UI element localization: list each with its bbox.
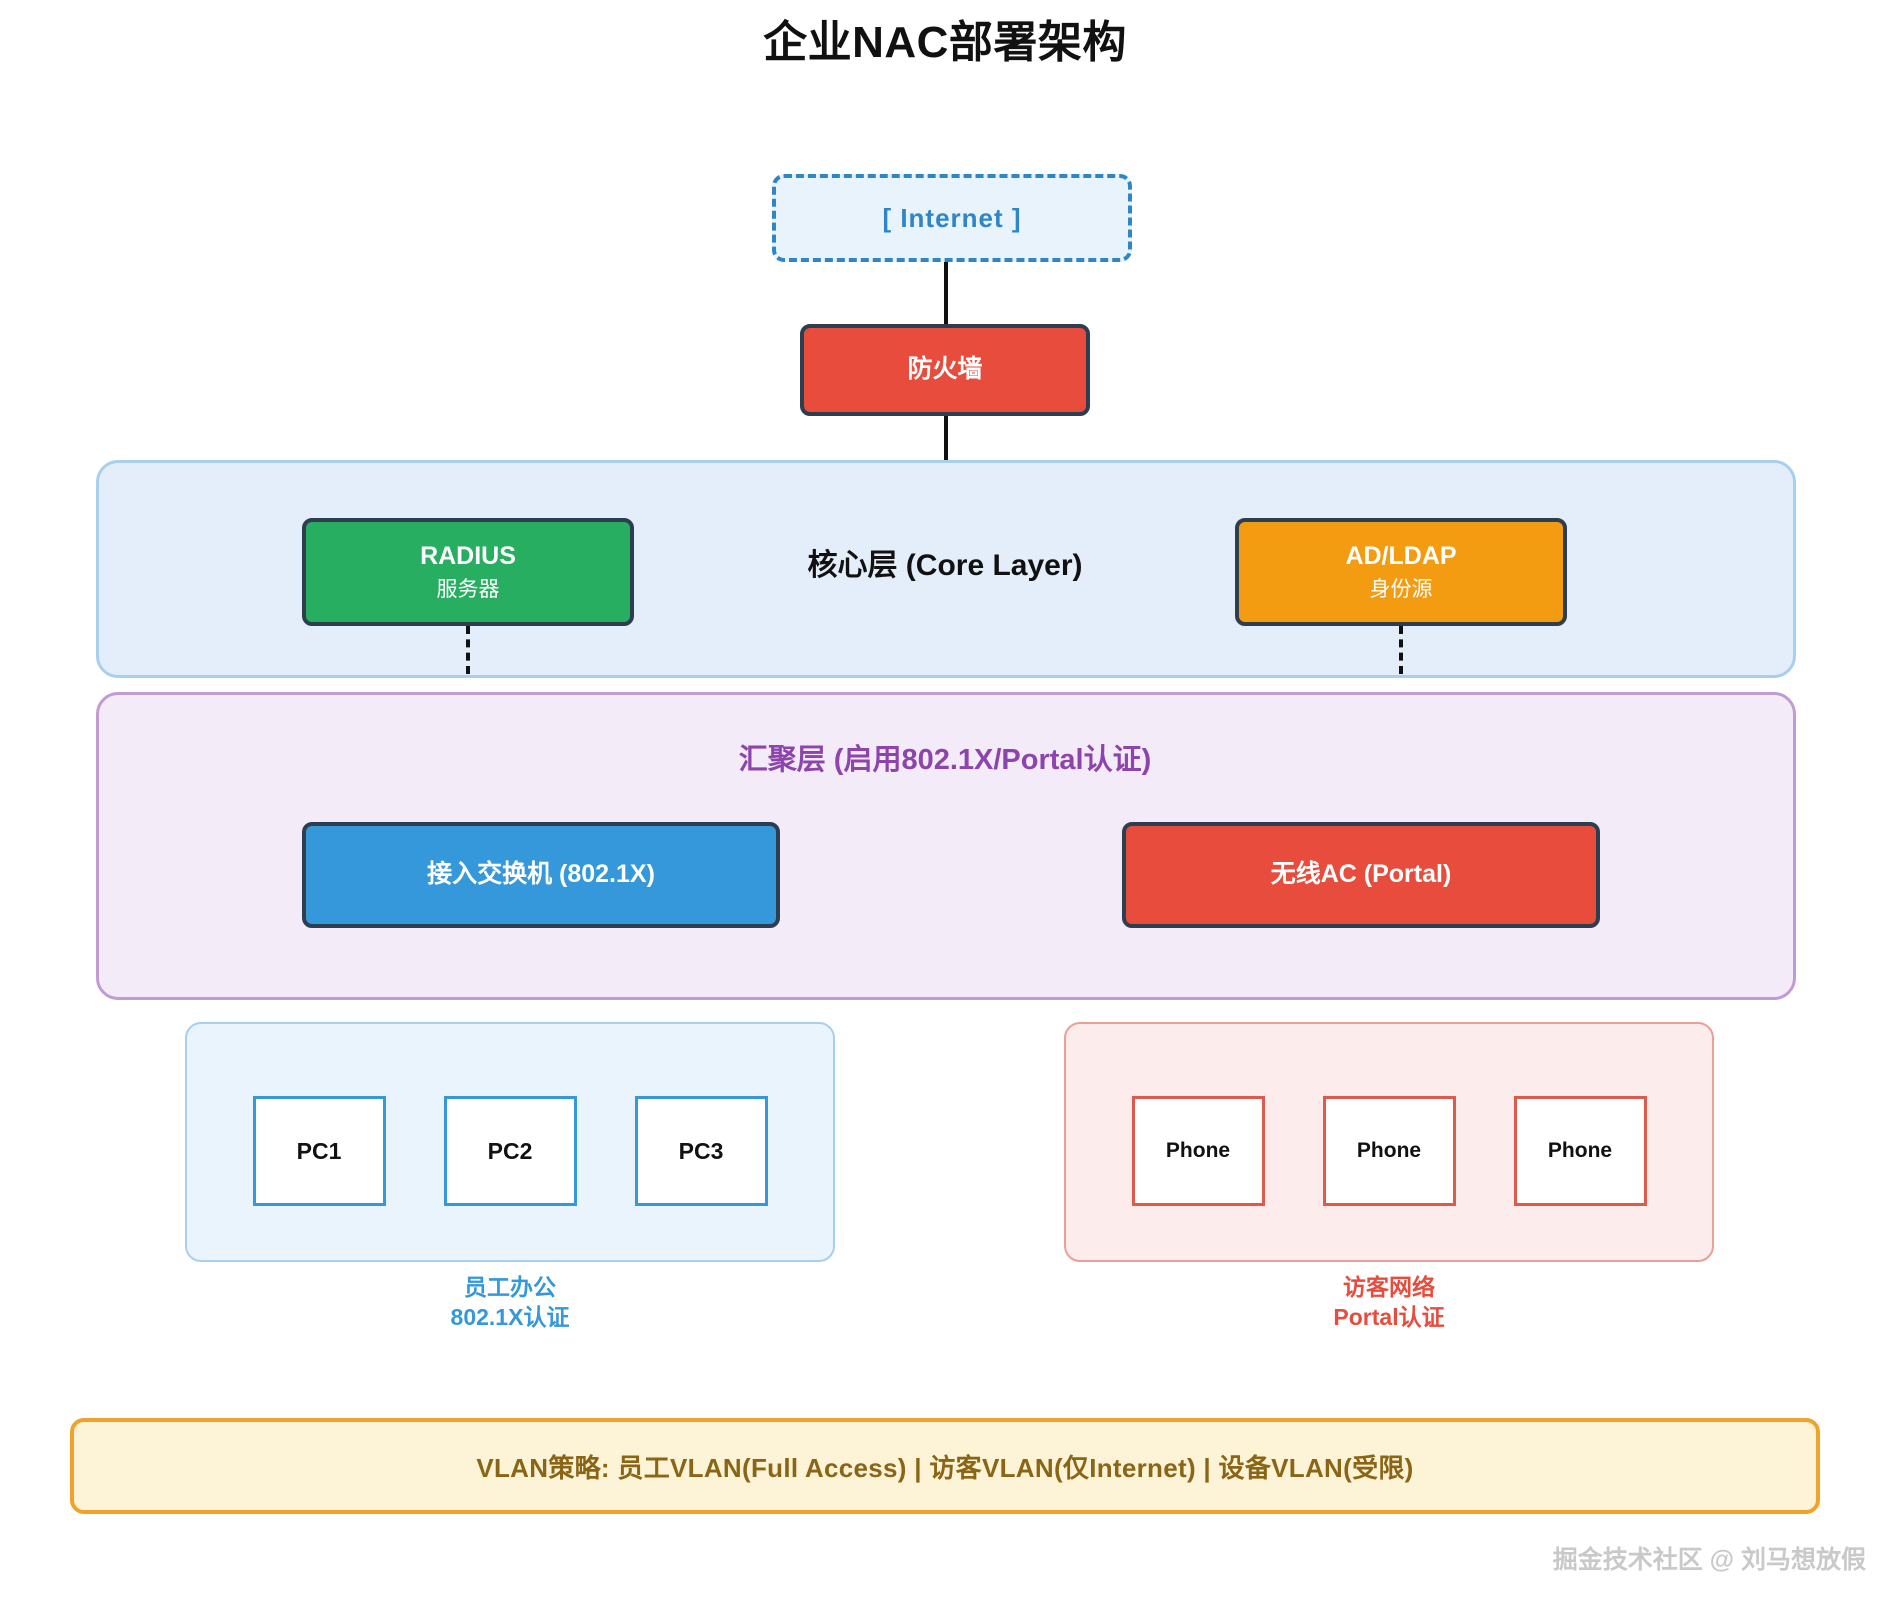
radius-server-node: RADIUS 服务器 [302, 518, 634, 626]
employee-group-caption: 员工办公 802.1X认证 [187, 1272, 833, 1333]
guest-caption-line1: 访客网络 [1343, 1274, 1435, 1300]
ad-ldap-title: AD/LDAP [1345, 541, 1457, 570]
guest-group: Phone Phone Phone 访客网络 Portal认证 [1064, 1022, 1714, 1330]
employee-endpoints: PC1 PC2 PC3 [187, 1096, 833, 1206]
connector-adldap-down [1399, 626, 1403, 674]
guest-group-caption: 访客网络 Portal认证 [1066, 1272, 1712, 1333]
core-layer-label: 核心层 (Core Layer) [807, 549, 1083, 582]
internet-label: [ Internet ] [882, 202, 1022, 233]
vlan-policy-banner: VLAN策略: 员工VLAN(Full Access) | 访客VLAN(仅In… [70, 1418, 1820, 1514]
ad-ldap-subtitle: 身份源 [1369, 577, 1433, 601]
watermark: 掘金技术社区 @ 刘马想放假 [1552, 1546, 1866, 1574]
radius-title: RADIUS [420, 541, 516, 570]
endpoint-phone2: Phone [1322, 1096, 1456, 1206]
wireless-ac-title: 无线AC (Portal) [1270, 860, 1452, 889]
aggregation-layer-label: 汇聚层 (启用802.1X/Portal认证) [738, 744, 1152, 776]
endpoint-pc3: PC3 [634, 1096, 768, 1206]
firewall-title: 防火墙 [907, 355, 983, 384]
wireless-ac-node: 无线AC (Portal) [1122, 822, 1600, 928]
employee-group: PC1 PC2 PC3 员工办公 802.1X认证 [185, 1022, 835, 1330]
endpoint-phone3: Phone [1513, 1096, 1647, 1206]
ad-ldap-node: AD/LDAP 身份源 [1235, 518, 1567, 626]
guest-endpoints: Phone Phone Phone [1066, 1096, 1712, 1206]
endpoint-phone1: Phone [1131, 1096, 1265, 1206]
vlan-policy-text: VLAN策略: 员工VLAN(Full Access) | 访客VLAN(仅In… [476, 1452, 1414, 1483]
radius-subtitle: 服务器 [436, 577, 500, 601]
endpoint-pc1: PC1 [252, 1096, 386, 1206]
connector-radius-down [466, 626, 470, 674]
employee-caption-line1: 员工办公 [464, 1274, 556, 1300]
endpoint-pc2: PC2 [443, 1096, 577, 1206]
connector-internet-firewall [944, 262, 948, 324]
guest-caption-line2: Portal认证 [1333, 1304, 1445, 1331]
access-switch-title: 接入交换机 (802.1X) [427, 860, 655, 889]
internet-node: [ Internet ] [772, 174, 1132, 262]
firewall-node: 防火墙 [800, 324, 1090, 416]
access-switch-node: 接入交换机 (802.1X) [302, 822, 780, 928]
employee-caption-line2: 802.1X认证 [450, 1304, 570, 1331]
page-title: 企业NAC部署架构 [763, 18, 1127, 67]
